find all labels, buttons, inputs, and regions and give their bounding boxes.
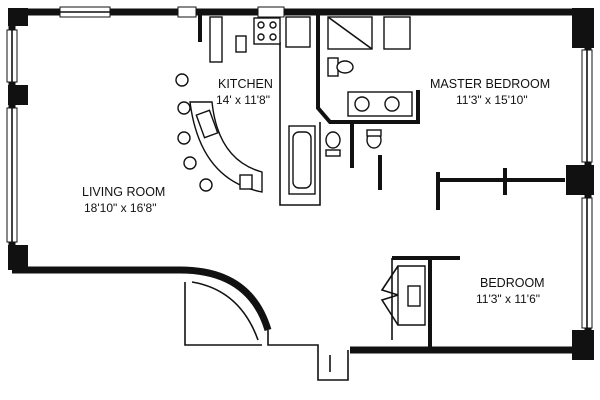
master-bedroom-name: MASTER BEDROOM [430,77,550,91]
living-room-dims: 18'10" x 16'8" [84,201,157,215]
room-label-kitchen: KITCHEN 14' x 11'8" [216,77,273,107]
bathroom-fixtures [288,16,413,195]
windows [6,6,593,329]
bottom-outline [184,281,349,381]
bedroom-closet [380,265,426,326]
bedroom-dims: 11'3" x 11'6" [476,292,540,306]
room-label-living-room: LIVING ROOM 18'10" x 16'8" [82,185,165,215]
kitchen-fixtures [175,16,311,193]
corner-columns [8,8,594,360]
master-bedroom-dims: 11'3" x 15'10" [456,93,528,107]
kitchen-name: KITCHEN [218,77,273,91]
living-room-name: LIVING ROOM [82,185,165,199]
interior-walls [198,12,565,350]
bedroom-name: BEDROOM [480,276,545,290]
room-label-bedroom: BEDROOM 11'3" x 11'6" [476,276,545,306]
kitchen-dims: 14' x 11'8" [216,93,270,107]
room-label-master-bedroom: MASTER BEDROOM 11'3" x 15'10" [430,77,550,107]
